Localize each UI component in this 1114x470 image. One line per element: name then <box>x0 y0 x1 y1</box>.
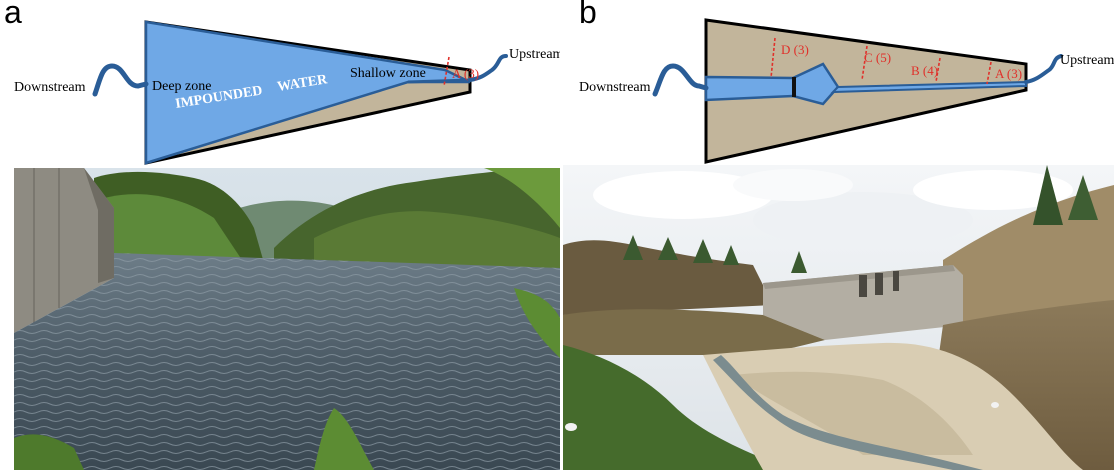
upstream-river <box>468 54 508 82</box>
zone-b-marker <box>935 57 941 83</box>
panel-letter-a: a <box>4 0 22 30</box>
panel-letter-b: b <box>579 0 597 30</box>
downstream-label: Downstream <box>579 80 651 95</box>
panel-b: b Downstream Upstream D (3) C (5) B (4) … <box>563 0 1114 470</box>
drained-reservoir-photo <box>563 165 1114 470</box>
zone-a-label: A (3) <box>452 66 479 81</box>
zone-c-label: C (5) <box>864 50 891 65</box>
zone-b-label: B (4) <box>911 63 938 78</box>
reservoir-full-diagram: Downstream Upstream Deep zone Shallow zo… <box>14 20 560 165</box>
upstream-label: Upstream <box>509 47 560 62</box>
full-reservoir-photo <box>14 168 560 470</box>
drained-channel-upper <box>830 80 1027 94</box>
downstream-river <box>652 63 709 97</box>
upstream-label: Upstream <box>1060 53 1114 68</box>
drained-channel-lower <box>704 62 840 106</box>
dam-structure <box>792 77 796 97</box>
reservoir-drained-diagram: Downstream Upstream D (3) C (5) B (4) A … <box>579 18 1114 164</box>
zone-a-label: A (3) <box>995 66 1022 81</box>
deep-zone-label: Deep zone <box>152 79 211 94</box>
downstream-label: Downstream <box>14 80 86 95</box>
zone-d-marker <box>770 37 776 79</box>
upstream-river <box>1024 54 1063 84</box>
downstream-river <box>92 63 149 97</box>
shallow-zone-label: Shallow zone <box>350 66 426 81</box>
zone-c-marker <box>861 45 868 81</box>
zone-d-label: D (3) <box>781 42 809 57</box>
zone-a-marker <box>986 61 992 85</box>
panel-a: a Downstream Upstream Deep zone Shallow … <box>4 0 560 470</box>
